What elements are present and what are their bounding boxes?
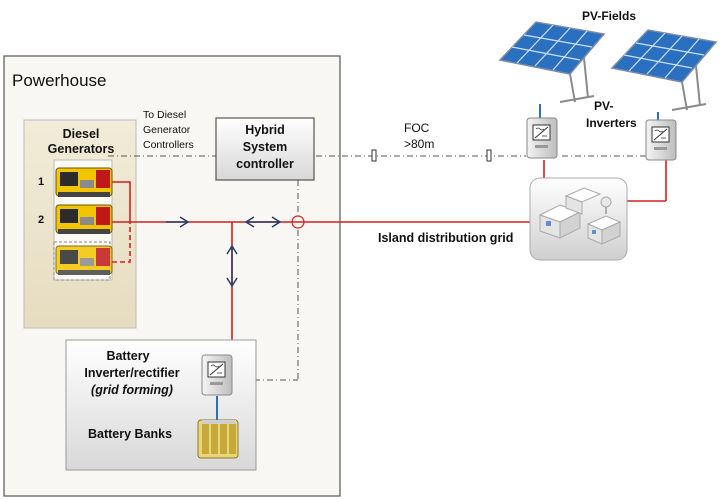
bidirectional-arrow [244,216,282,228]
battery-line2: Inverter/rectifier [84,366,179,380]
controller-line2: System [243,140,287,154]
solar-panel-icon [499,21,605,103]
diesel-title-line1: Diesel [63,127,100,141]
diesel-title-line2: Generators [48,142,115,156]
diesel-generator-icon [55,245,113,276]
battery-line1: Battery [106,349,149,363]
foc-line2: >80m [404,137,434,151]
generator-2-number: 2 [38,214,44,226]
note-line2: Generator [143,124,191,136]
bidirectional-arrow [226,244,238,288]
grid-label: Island distribution grid [378,231,513,245]
note-line1: To Diesel [143,109,186,121]
note-line3: Controllers [143,139,194,151]
pv-inverters-line1: PV- [594,99,613,113]
inverter-icon [526,117,558,159]
diesel-generator-icon [55,167,113,198]
inverter-icon [201,354,233,396]
pv-fields-label: PV-Fields [582,9,636,23]
pv-inverters-line2: Inverters [586,116,637,130]
diesel-generator-icon [55,204,113,235]
foc-connector [486,149,492,162]
generator-1-number: 1 [38,176,44,188]
inverter-icon [645,119,677,161]
foc-line1: FOC [404,121,430,135]
comm-crossing [291,215,305,229]
battery-line3: (grid forming) [91,383,173,397]
flow-arrow [166,216,190,228]
foc-connector [371,149,377,162]
hybrid-controller-box [215,117,315,181]
battery-icon [197,419,239,459]
controller-line3: controller [236,157,294,171]
battery-banks-label: Battery Banks [88,427,172,441]
controller-line1: Hybrid [245,123,285,137]
solar-panel-icon [611,29,717,111]
powerhouse-title: Powerhouse [12,71,107,90]
